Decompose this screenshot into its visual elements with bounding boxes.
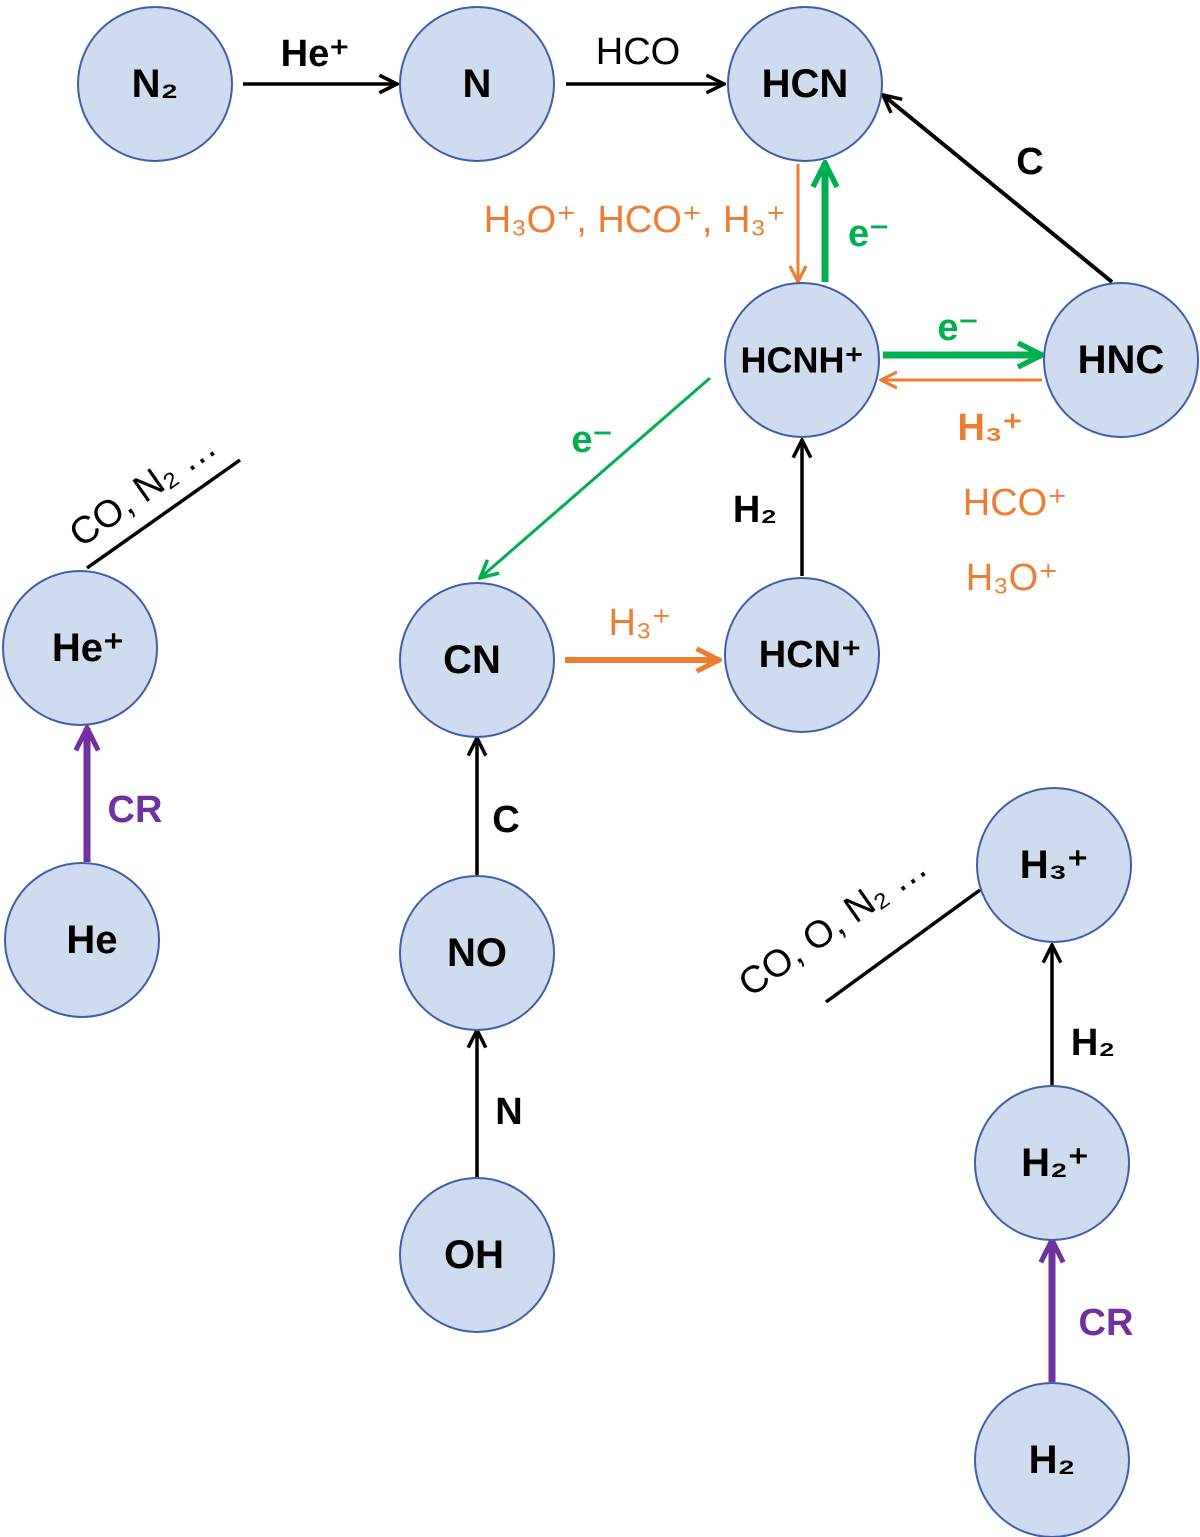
node-hcn-plus: HCN⁺ <box>724 577 880 733</box>
node-hnc-label: HNC <box>1078 338 1165 382</box>
node-no: NO <box>399 875 555 1031</box>
label-h2plus-to-h3plus: H₂ <box>1071 1022 1115 1064</box>
node-hcn: HCN <box>727 6 883 162</box>
node-n-label: N <box>463 62 492 106</box>
arrows <box>85 84 1114 1382</box>
node-h2: H₂ <box>974 1382 1130 1537</box>
node-cn-label: CN <box>443 638 501 682</box>
node-h2-label: H₂ <box>1029 1438 1076 1482</box>
label-no-to-cn: C <box>492 799 519 841</box>
node-h2-plus: H₂⁺ <box>974 1085 1130 1241</box>
node-hnc: HNC <box>1043 282 1199 438</box>
nodes: N₂ N HCN HCNH⁺ HNC He⁺ He CN <box>2 6 1199 1537</box>
node-h3-plus-label: H₃⁺ <box>1020 843 1089 887</box>
label-h2-to-h2plus: CR <box>1079 1302 1134 1344</box>
node-he: He <box>4 862 160 1018</box>
label-hcnh-to-hcn: e⁻ <box>848 213 889 255</box>
node-hcn-plus-label: HCN⁺ <box>759 634 861 676</box>
node-no-label: NO <box>447 931 507 975</box>
line-h3plus-destruction <box>824 888 982 1004</box>
node-he-label: He <box>66 918 117 962</box>
label-he-to-heplus: CR <box>108 789 163 831</box>
node-hcnh-plus: HCNH⁺ <box>724 282 880 438</box>
label-hnc-to-hcn: C <box>1016 141 1043 183</box>
label-h3plus-destruction: CO, O, N₂ … <box>731 845 935 1005</box>
label-oh-to-no: N <box>495 1091 522 1133</box>
label-hcnplus-to-hcnh: H₂ <box>733 489 777 531</box>
arrow-hnc-to-hcn <box>883 95 1114 284</box>
label-cn-to-hcnplus: H₃⁺ <box>609 602 672 644</box>
node-cn: CN <box>399 582 555 738</box>
label-hcnh-to-hnc: e⁻ <box>937 307 978 349</box>
label-n2-to-n: He⁺ <box>281 33 350 75</box>
edge-labels: He⁺ HCO C H₃O⁺, HCO⁺, H₃⁺ e⁻ e⁻ H₃⁺ HCO⁺… <box>62 31 1134 1344</box>
node-he-plus: He⁺ <box>2 570 158 726</box>
node-h3-plus: H₃⁺ <box>976 787 1132 943</box>
arrow-hcnh-to-cn <box>480 376 711 578</box>
label-n-to-hcn: HCO <box>596 31 680 73</box>
label-hnc-to-hcnh-3: H₃O⁺ <box>966 557 1059 599</box>
line-heplus-destruction <box>85 458 242 570</box>
node-he-plus-label: He⁺ <box>52 626 124 670</box>
node-n: N <box>399 6 555 162</box>
node-h2-plus-label: H₂⁺ <box>1021 1141 1089 1185</box>
label-hnc-to-hcnh-1: H₃⁺ <box>957 407 1022 449</box>
label-hcn-to-hcnh: H₃O⁺, HCO⁺, H₃⁺ <box>484 199 786 241</box>
label-hcnh-to-cn: e⁻ <box>571 419 612 461</box>
node-oh: OH <box>399 1177 555 1333</box>
node-n2: N₂ <box>77 6 233 162</box>
label-hnc-to-hcnh-2: HCO⁺ <box>963 482 1068 524</box>
node-hcn-label: HCN <box>762 62 849 106</box>
node-hcnh-plus-label: HCNH⁺ <box>741 340 864 381</box>
node-n2-label: N₂ <box>132 62 179 106</box>
node-oh-label: OH <box>444 1233 504 1277</box>
